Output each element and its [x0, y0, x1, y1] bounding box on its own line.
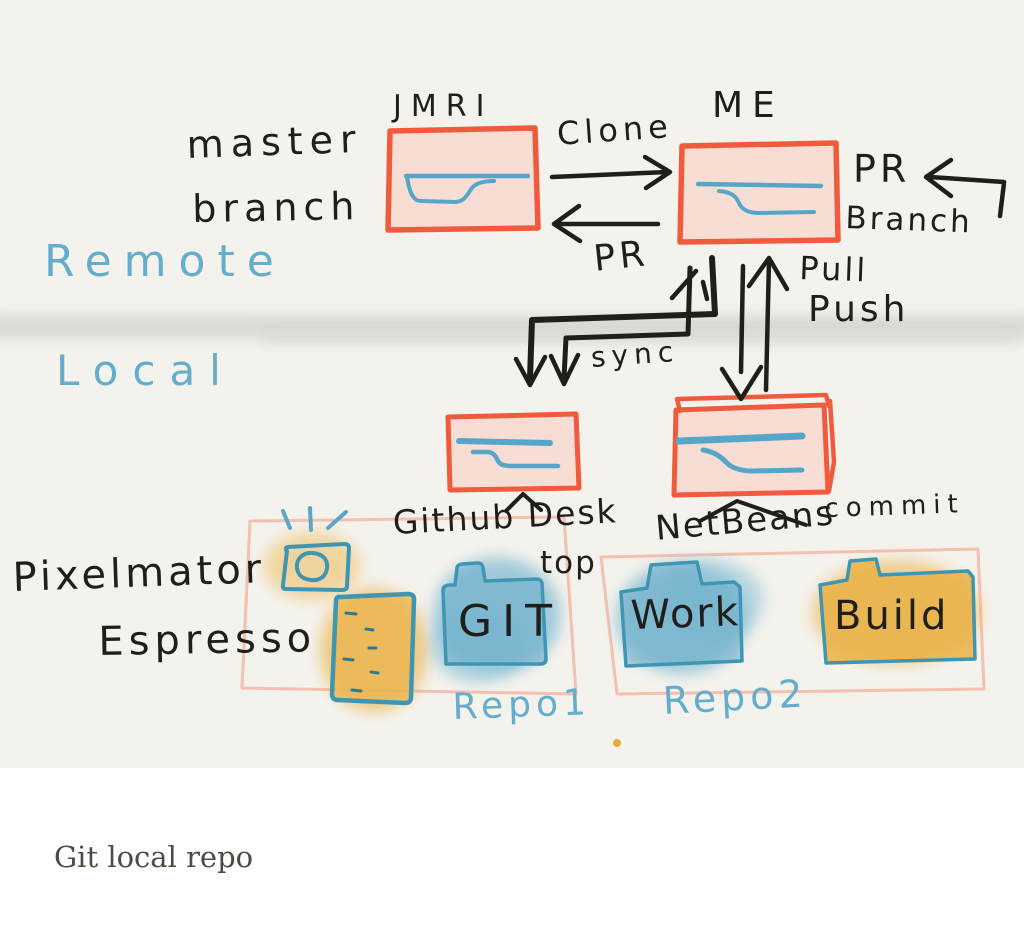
local-repo2-box — [671, 392, 837, 498]
pr-branch-hook-arrow — [923, 157, 1007, 219]
sketch-drawing — [0, 125, 1024, 747]
local-zone-label: Local — [56, 346, 235, 395]
repo2-group-outline — [599, 547, 986, 696]
page-caption: Git local repo — [54, 840, 254, 874]
clone-arrow-label: Clone — [555, 106, 674, 153]
pr-branch-label-line1: PR — [853, 147, 911, 191]
caret-icon-netbeans — [698, 499, 808, 527]
espresso-label: Espresso — [97, 615, 317, 665]
page-footer — [0, 768, 1024, 947]
pr-branch-label-line2: Branch — [844, 200, 974, 241]
branch-diagram-icon — [403, 173, 824, 474]
commit-label: commit — [823, 489, 966, 524]
master-branch-label-line1: master — [185, 116, 364, 167]
git-folder-label: GIT — [458, 596, 562, 647]
pull-push-arrows — [719, 255, 790, 402]
pixelmator-label: Pixelmator — [11, 546, 266, 601]
pr-return-arrow — [551, 203, 661, 244]
ink-arrows — [504, 154, 1007, 527]
sketch-canvas: JMRI master branch Clone ME PR Branch PR… — [0, 0, 1024, 768]
sync-u-arrows — [513, 255, 718, 388]
me-repo-box — [677, 140, 841, 245]
remote-zone-label: Remote — [44, 236, 286, 287]
work-folder-label: Work — [629, 589, 741, 639]
github-desktop-label-line2: top — [540, 545, 597, 581]
master-branch-label-line2: branch — [191, 184, 361, 231]
git-folder-icon — [441, 561, 548, 666]
sync-label: sync — [589, 334, 681, 374]
pr-mid-label: PR — [591, 233, 651, 280]
repo1-label: Repo1 — [451, 682, 592, 728]
repo2-label: Repo2 — [661, 671, 809, 723]
push-label: Push — [808, 289, 910, 330]
build-folder-icon — [818, 557, 977, 665]
caret-icon-github — [504, 492, 543, 513]
local-repo1-box — [445, 411, 582, 493]
me-box-title: ME — [712, 85, 784, 126]
camera-icon — [280, 506, 352, 593]
jmri-repo-box — [385, 125, 541, 233]
clone-arrow — [549, 154, 673, 191]
pixelmator-group-outline — [240, 515, 578, 696]
work-folder-icon — [619, 560, 744, 668]
stray-dot — [613, 739, 621, 747]
pull-label: Pull — [798, 249, 869, 290]
jmri-box-title: JMRI — [393, 89, 494, 124]
espresso-document-icon — [329, 591, 417, 706]
build-folder-label: Build — [834, 593, 950, 639]
